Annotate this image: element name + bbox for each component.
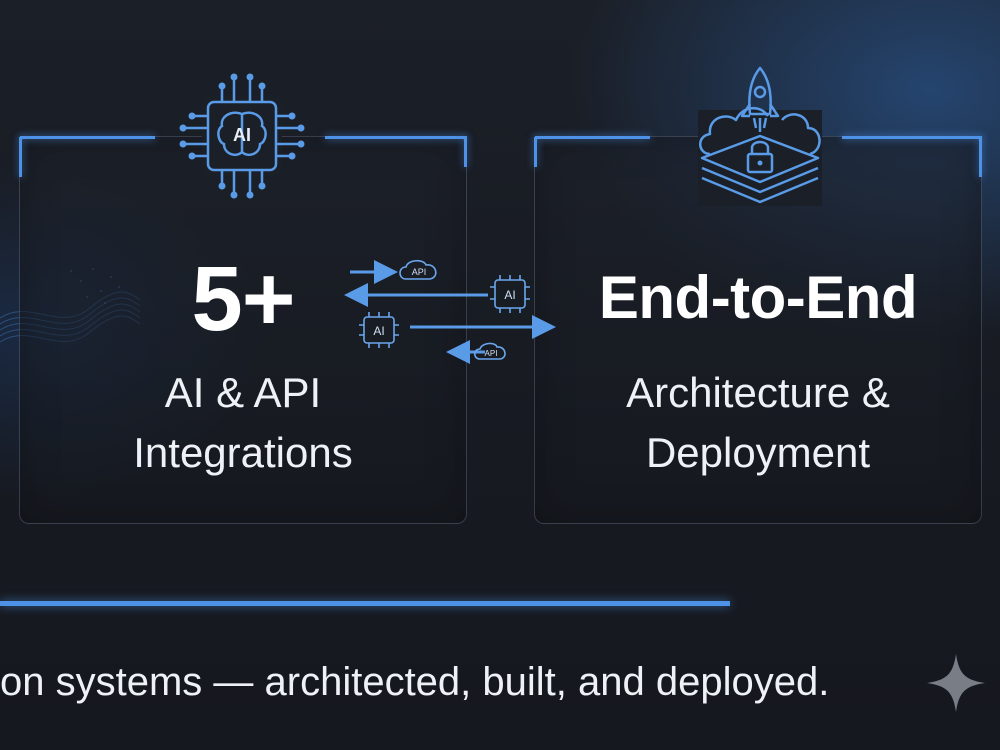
sparkle-icon — [927, 654, 985, 712]
card-accent-top-left — [20, 136, 155, 139]
card-accent-left — [19, 137, 22, 177]
svg-text:API: API — [412, 267, 427, 277]
card-accent-top-right — [842, 136, 982, 139]
ai-chip-icon: AI — [179, 73, 305, 199]
api-cloud-badge-top — [399, 259, 437, 280]
bottom-accent-line — [0, 601, 730, 606]
svg-text:API: API — [485, 349, 498, 358]
card-accent-right — [979, 137, 982, 177]
integrations-card: 5+ AI & API Integrations — [19, 136, 467, 524]
svg-text:AI: AI — [373, 324, 384, 338]
svg-text:AI: AI — [504, 288, 515, 302]
card-accent-top-right — [325, 136, 467, 139]
deployment-label-line1: Architecture & — [626, 369, 890, 416]
integration-connector: API AI AI API — [344, 259, 556, 364]
integrations-label-line1: AI & API — [164, 369, 322, 416]
cloud-rocket-lock-icon — [698, 66, 822, 206]
ai-chip-small-left — [359, 312, 399, 348]
api-cloud-badge-bottom — [473, 342, 506, 360]
tagline: on systems — architected, built, and dep… — [0, 660, 830, 704]
integrations-count: 5+ — [191, 248, 296, 350]
deployment-title: End-to-End — [598, 264, 918, 331]
card-accent-left — [534, 137, 537, 167]
integrations-label-line2: Integrations — [133, 429, 353, 476]
chip-label: AI — [233, 125, 251, 145]
ai-chip-small-right — [490, 275, 530, 313]
card-accent-right — [464, 137, 467, 167]
deployment-label-line2: Deployment — [645, 429, 871, 476]
card-accent-top-left — [535, 136, 650, 139]
